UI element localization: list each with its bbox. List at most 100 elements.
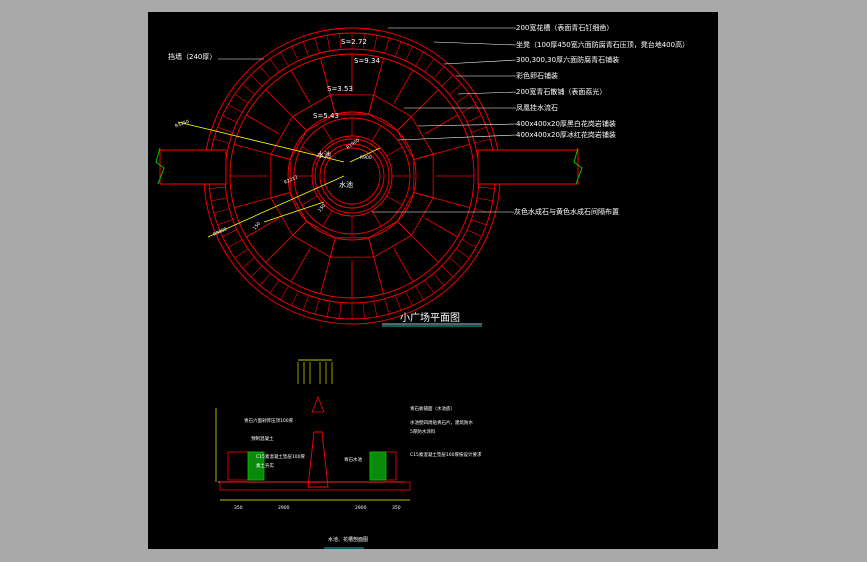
callout-pebble-paving: 彩色卵石铺装 xyxy=(516,72,558,80)
seat-block-joint xyxy=(384,298,390,315)
paving-joint xyxy=(320,257,331,294)
dim-line xyxy=(177,121,345,163)
seat-block-joint xyxy=(384,37,390,54)
seat-block-joint xyxy=(449,83,462,95)
paving-cell xyxy=(291,220,336,258)
seat-block-joint xyxy=(415,285,424,300)
seat-block-joint xyxy=(291,46,299,62)
paving-joint xyxy=(373,257,384,294)
seat-block-joint xyxy=(362,302,365,319)
slope-label-2: S=9.34 xyxy=(354,57,380,65)
seat-block-joint xyxy=(269,279,280,294)
section-side-label-stone: 青石 xyxy=(344,458,353,463)
paving-cell xyxy=(368,94,413,132)
inner-ring-0 xyxy=(287,111,417,241)
seat-block-joint xyxy=(424,279,435,294)
seat-block-joint xyxy=(373,301,378,317)
seat-block-joint xyxy=(217,126,233,133)
section-side-label-pool: 水池 xyxy=(353,458,362,463)
section-dim-1: 350 xyxy=(234,506,243,511)
inner-joint xyxy=(322,210,333,227)
section-fountain-top xyxy=(311,395,325,413)
cad-viewport[interactable]: 200宽花槽（表面青石钉细凿） 坐凳（100厚450宽六面防腐青石压顶，凳台地4… xyxy=(148,12,718,549)
callout-bench: 坐凳（100厚450宽六面防腐青石压顶，凳台地400高） xyxy=(516,41,690,49)
seat-block-joint xyxy=(405,46,413,62)
dim-line xyxy=(349,147,381,163)
callout-phoenix-stone: 凤凰挂水流石 xyxy=(516,104,558,112)
paving-joint xyxy=(290,248,311,282)
dim-line xyxy=(207,175,345,238)
callout-leader xyxy=(397,134,517,141)
cad-drawing[interactable] xyxy=(148,12,718,549)
callout-bluestone-paving: 300,300,30厚六面防腐青石铺装 xyxy=(516,56,620,64)
seat-block-joint xyxy=(478,186,495,189)
callout-granite-red: 400x400x20厚冰红花岗岩铺装 xyxy=(516,131,616,139)
entrance-wall-left xyxy=(159,149,227,185)
section-note-right-3: 5厚防水涂料 xyxy=(410,430,436,435)
paving-joint xyxy=(424,114,458,135)
break-line-right xyxy=(573,147,583,185)
seat-block-joint xyxy=(269,58,280,73)
inner-joint xyxy=(371,210,382,227)
slope-label-3: S=3.53 xyxy=(327,85,353,93)
section-fountain-column xyxy=(307,431,329,488)
paving-joint xyxy=(433,144,470,155)
seat-block-joint xyxy=(302,41,309,57)
seat-block-joint xyxy=(234,248,249,259)
paving-joint xyxy=(234,197,271,208)
seat-block-joint xyxy=(373,35,378,51)
seat-block-joint xyxy=(211,197,227,202)
fountain-section-view xyxy=(215,359,411,549)
section-note-right-2: 水池壁四周贴青石片，建筑防水 xyxy=(410,421,473,426)
paving-joint xyxy=(373,58,384,95)
seat-block-joint xyxy=(291,290,299,306)
callout-planter: 200宽花槽（表面青石钉细凿） xyxy=(516,24,614,32)
dim-r900: R900 xyxy=(360,156,372,161)
paving-cell xyxy=(396,192,434,237)
section-note-left-1: 青石六面剁斧压顶100厚 xyxy=(244,419,294,424)
inner-joint xyxy=(386,146,403,157)
seat-block-joint xyxy=(441,265,454,278)
plan-title: 小广场平面图 xyxy=(400,313,460,324)
section-slab xyxy=(219,481,411,491)
seat-block-joint xyxy=(455,93,470,104)
dim-line xyxy=(263,201,325,223)
seat-block-joint xyxy=(471,219,487,226)
seat-block-joint xyxy=(449,257,462,269)
seat-block-joint xyxy=(217,219,233,226)
paving-joint xyxy=(265,235,293,263)
seat-block-joint xyxy=(441,74,454,87)
section-caption: 水池、花槽剖面图 xyxy=(328,537,369,543)
seat-block-joint xyxy=(477,197,493,202)
callout-leader xyxy=(433,41,517,46)
paving-joint xyxy=(234,144,271,155)
inner-ring-5 xyxy=(323,147,381,205)
section-dim-4: 350 xyxy=(392,506,401,511)
inner-ring-4 xyxy=(319,143,385,209)
seat-block-joint xyxy=(395,41,402,57)
seat-block-joint xyxy=(471,126,487,133)
seat-block-joint xyxy=(362,33,365,50)
seat-block-joint xyxy=(433,273,445,286)
paving-joint xyxy=(411,235,439,263)
seat-block-joint xyxy=(455,248,470,259)
paving-cell xyxy=(413,153,434,199)
seat-block-joint xyxy=(474,138,491,144)
seat-block-joint xyxy=(280,52,289,67)
section-note-left-2: 预制混凝土 xyxy=(251,437,274,442)
seat-block-joint xyxy=(213,138,230,144)
seat-block-joint xyxy=(222,115,238,123)
inner-ring-3 xyxy=(314,138,390,214)
seat-block-joint xyxy=(259,66,271,79)
paving-joint xyxy=(411,89,439,117)
slope-label-1: S=2.72 xyxy=(341,38,367,46)
paving-cell xyxy=(270,153,291,199)
paving-joint xyxy=(433,197,470,208)
seat-block-joint xyxy=(461,239,476,248)
seat-block-joint xyxy=(280,285,289,300)
paving-cell xyxy=(368,220,413,258)
seat-block-joint xyxy=(466,115,482,123)
section-wall-right xyxy=(369,451,387,481)
seat-block-joint xyxy=(302,295,309,311)
paving-joint xyxy=(424,217,458,238)
